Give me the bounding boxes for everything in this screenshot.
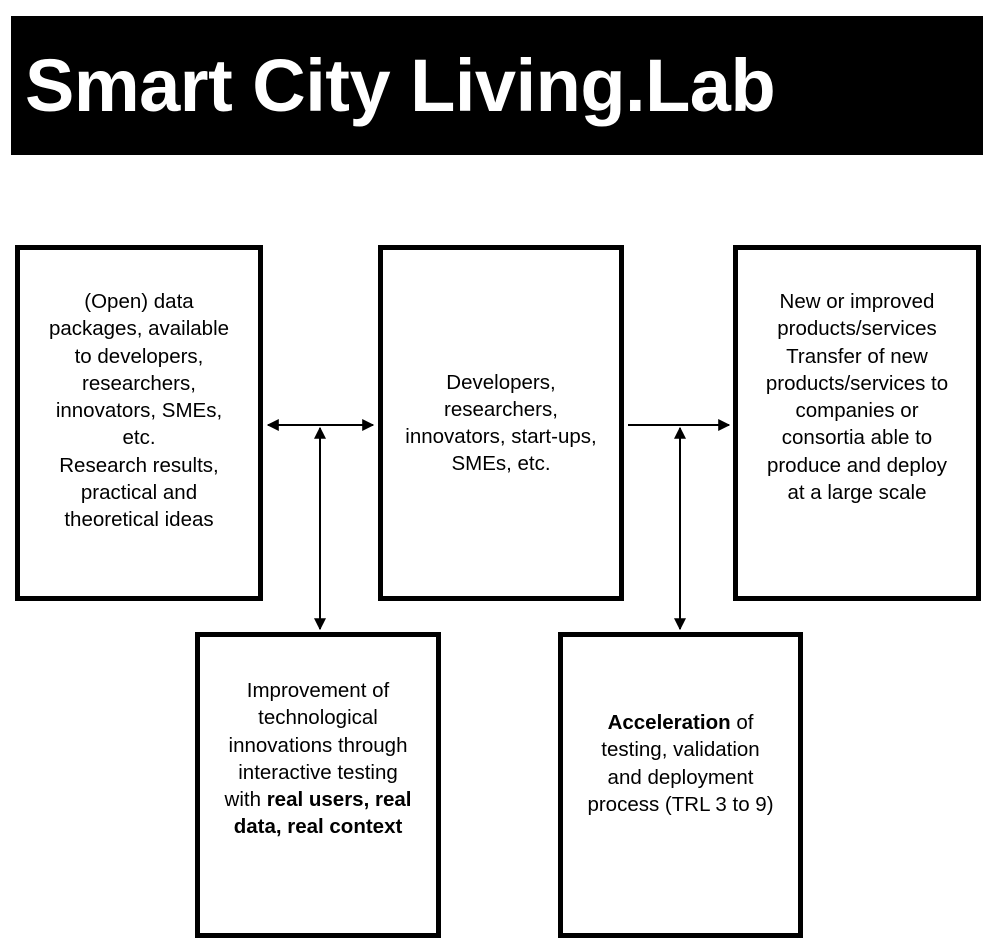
box-acceleration-text-plain: of testing, validation and deployment pr…	[587, 711, 774, 816]
page-title: Smart City Living.Lab	[25, 43, 776, 127]
box-improvement-text-plain: Improvement of technological innovations…	[224, 679, 408, 811]
box-improvement: Improvement of technological innovations…	[195, 632, 441, 938]
box-acceleration: Acceleration of testing, validation and …	[558, 632, 803, 938]
box-improvement-text: Improvement of technological innovations…	[225, 677, 412, 841]
box-outputs: New or improved products/services Transf…	[733, 245, 981, 601]
box-data-inputs: (Open) data packages, available to devel…	[15, 245, 263, 601]
box-outputs-paragraph-1: New or improved products/services	[777, 290, 937, 341]
box-improvement-text-bold: real users, real data, real context	[233, 788, 412, 839]
box-actors: Developers, researchers, innovators, sta…	[378, 245, 624, 601]
box-actors-paragraph-1: Developers, researchers, innovators, sta…	[405, 370, 597, 476]
box-outputs-paragraph-2: Transfer of new products/services to com…	[765, 344, 949, 504]
box-data-inputs-paragraph-1: (Open) data packages, available to devel…	[48, 290, 230, 450]
header-banner: Smart City Living.Lab	[11, 16, 983, 155]
box-acceleration-text-bold: Acceleration	[607, 711, 731, 734]
box-acceleration-text: Acceleration of testing, validation and …	[587, 709, 773, 818]
box-data-inputs-paragraph-2: Research results, practical and theoreti…	[59, 453, 219, 532]
